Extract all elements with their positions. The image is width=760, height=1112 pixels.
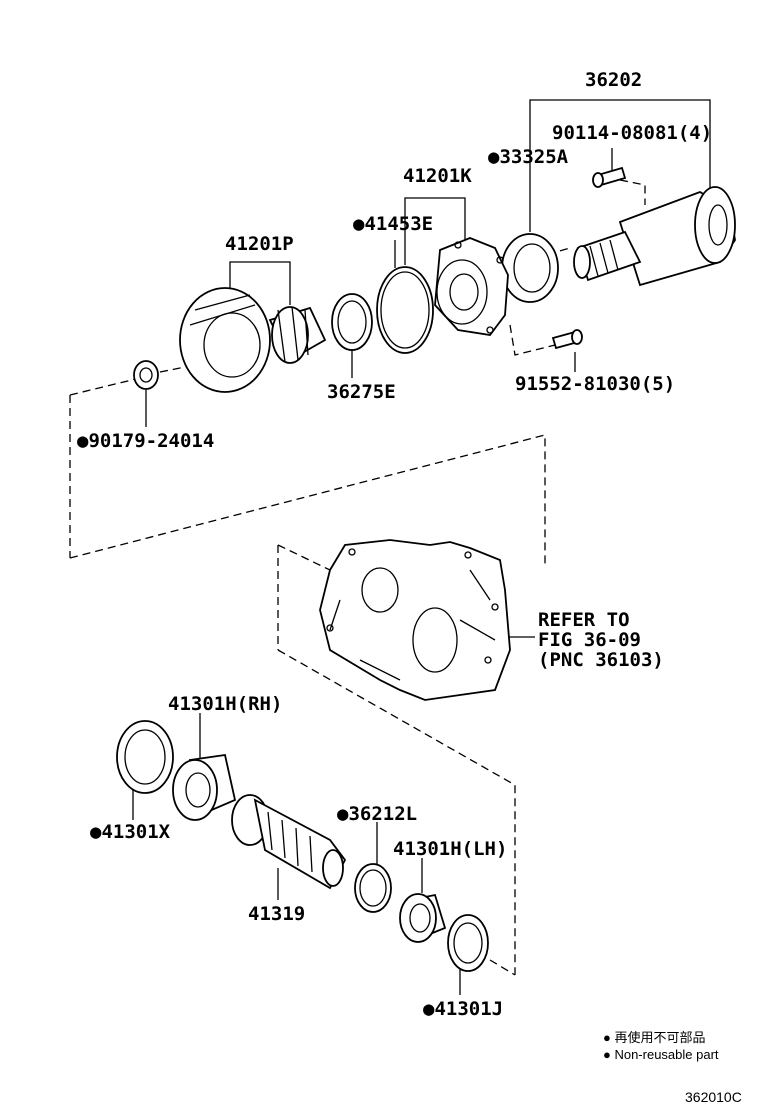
part-36212l-snap-ring — [354, 863, 392, 913]
label-41301j: ●41301J — [423, 998, 503, 1020]
label-91552: 91552-81030(5) — [515, 373, 675, 395]
label-41201p: 41201P — [225, 233, 294, 255]
part-90179-nut — [133, 360, 159, 390]
label-36212l: ●36212L — [337, 803, 417, 825]
part-41201p-gear-set — [179, 287, 327, 393]
refer-line-2: FIG 36-09 — [538, 629, 641, 651]
label-41301x: ●41301X — [90, 821, 171, 843]
label-36275e: 36275E — [327, 381, 396, 403]
leader-lines — [132, 99, 711, 995]
part-41301h-lh-bearing — [399, 893, 447, 943]
label-36202: 36202 — [585, 69, 642, 91]
part-90114-bolt — [592, 166, 627, 188]
part-36202-shaft-housing — [573, 186, 736, 287]
label-41319: 41319 — [248, 903, 305, 925]
label-41201k: 41201K — [403, 165, 472, 187]
label-41301h-lh: 41301H(LH) — [393, 838, 507, 860]
label-41453e: ●41453E — [353, 213, 433, 235]
part-41201k-cover — [434, 237, 509, 336]
part-41301j-washer — [447, 914, 489, 972]
part-33325a-seal — [501, 233, 559, 303]
part-41453e-o-ring — [376, 266, 434, 354]
label-33325a: ●33325A — [488, 146, 569, 168]
label-90179: ●90179-24014 — [77, 430, 214, 452]
legend: ● 再使用不可部品 ● Non-reusable part — [603, 1030, 719, 1062]
legend-line-english: ● Non-reusable part — [603, 1047, 719, 1062]
label-41301h-rh: 41301H(RH) — [168, 693, 282, 715]
part-36275e-shim — [331, 293, 373, 351]
part-41319-shaft — [231, 794, 347, 890]
label-90114: 90114-08081(4) — [552, 122, 712, 144]
part-labels: 36202 90114-08081(4) ●33325A 41201K ●414… — [77, 69, 712, 1020]
part-41301h-rh-bearing — [172, 753, 237, 821]
refer-line-1: REFER TO — [538, 609, 630, 631]
refer-line-3: (PNC 36103) — [538, 649, 664, 671]
legend-line-japanese: ● 再使用不可部品 — [603, 1030, 705, 1045]
part-transfer-case — [319, 539, 511, 701]
figure-code: 362010C — [685, 1089, 742, 1105]
part-91552-bolt — [551, 329, 583, 350]
part-41301x-washer — [116, 720, 174, 794]
